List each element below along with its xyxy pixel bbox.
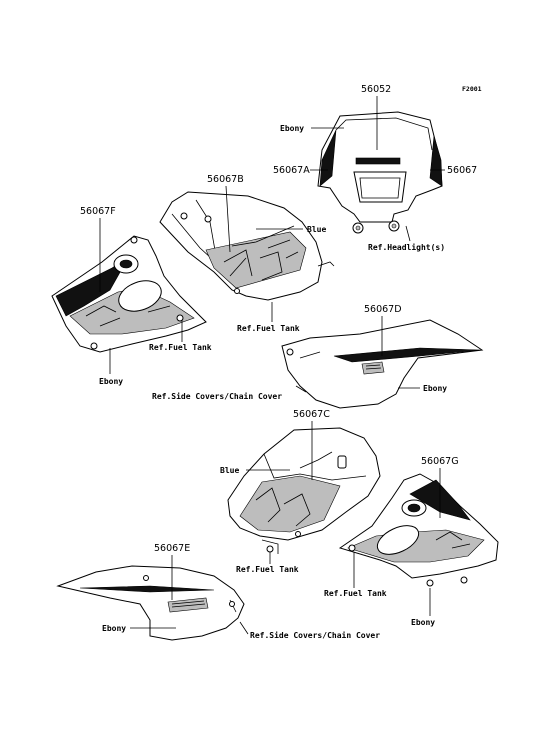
label-blue-top: Blue xyxy=(307,225,326,234)
radiator-shroud-right-bottom xyxy=(338,473,499,587)
leader-line xyxy=(295,385,307,393)
label-ref-fuel-tank-top: Ref.Fuel Tank xyxy=(237,324,300,333)
side-cover-right xyxy=(281,319,484,409)
callout-56067e: 56067E xyxy=(154,543,190,554)
label-ebony-side-left: Ebony xyxy=(102,624,126,633)
label-ref-side-covers-left: Ref.Side Covers/Chain Cover xyxy=(250,630,380,640)
label-ebony-right-bottom: Ebony xyxy=(411,618,435,627)
figure-code: F2001 xyxy=(462,85,482,93)
callout-56052: 56052 xyxy=(361,84,391,95)
callout-56067: 56067 xyxy=(447,165,477,176)
fuel-tank-shroud-bottom xyxy=(227,427,381,554)
label-ref-fuel-tank-right: Ref.Fuel Tank xyxy=(324,589,387,598)
label-ref-headlight: Ref.Headlight(s) xyxy=(368,242,445,252)
label-blue-bottom: Blue xyxy=(220,466,239,475)
label-ref-fuel-tank-bottom: Ref.Fuel Tank xyxy=(236,565,299,574)
callout-56067a: 56067A xyxy=(273,165,310,176)
leader-line xyxy=(405,225,411,242)
label-ebony-side-right: Ebony xyxy=(423,384,447,393)
callout-56067g: 56067G xyxy=(421,456,459,467)
callout-56067f: 56067F xyxy=(80,206,116,217)
label-ref-fuel-tank-left: Ref.Fuel Tank xyxy=(149,343,212,352)
fuel-tank-shroud-top xyxy=(159,191,335,301)
callout-56067b: 56067B xyxy=(207,174,244,185)
callout-56067d: 56067D xyxy=(364,304,402,315)
side-cover-left xyxy=(56,565,245,641)
leader-line xyxy=(225,185,231,253)
label-ref-side-covers-right: Ref.Side Covers/Chain Cover xyxy=(152,391,282,401)
headlight-cowl xyxy=(317,111,443,234)
label-ebony-headlight: Ebony xyxy=(280,124,304,133)
callout-56067c: 56067C xyxy=(293,409,330,420)
leader-line xyxy=(239,621,249,635)
label-ebony-left-top: Ebony xyxy=(99,377,123,386)
radiator-shroud-left-top xyxy=(51,235,207,353)
